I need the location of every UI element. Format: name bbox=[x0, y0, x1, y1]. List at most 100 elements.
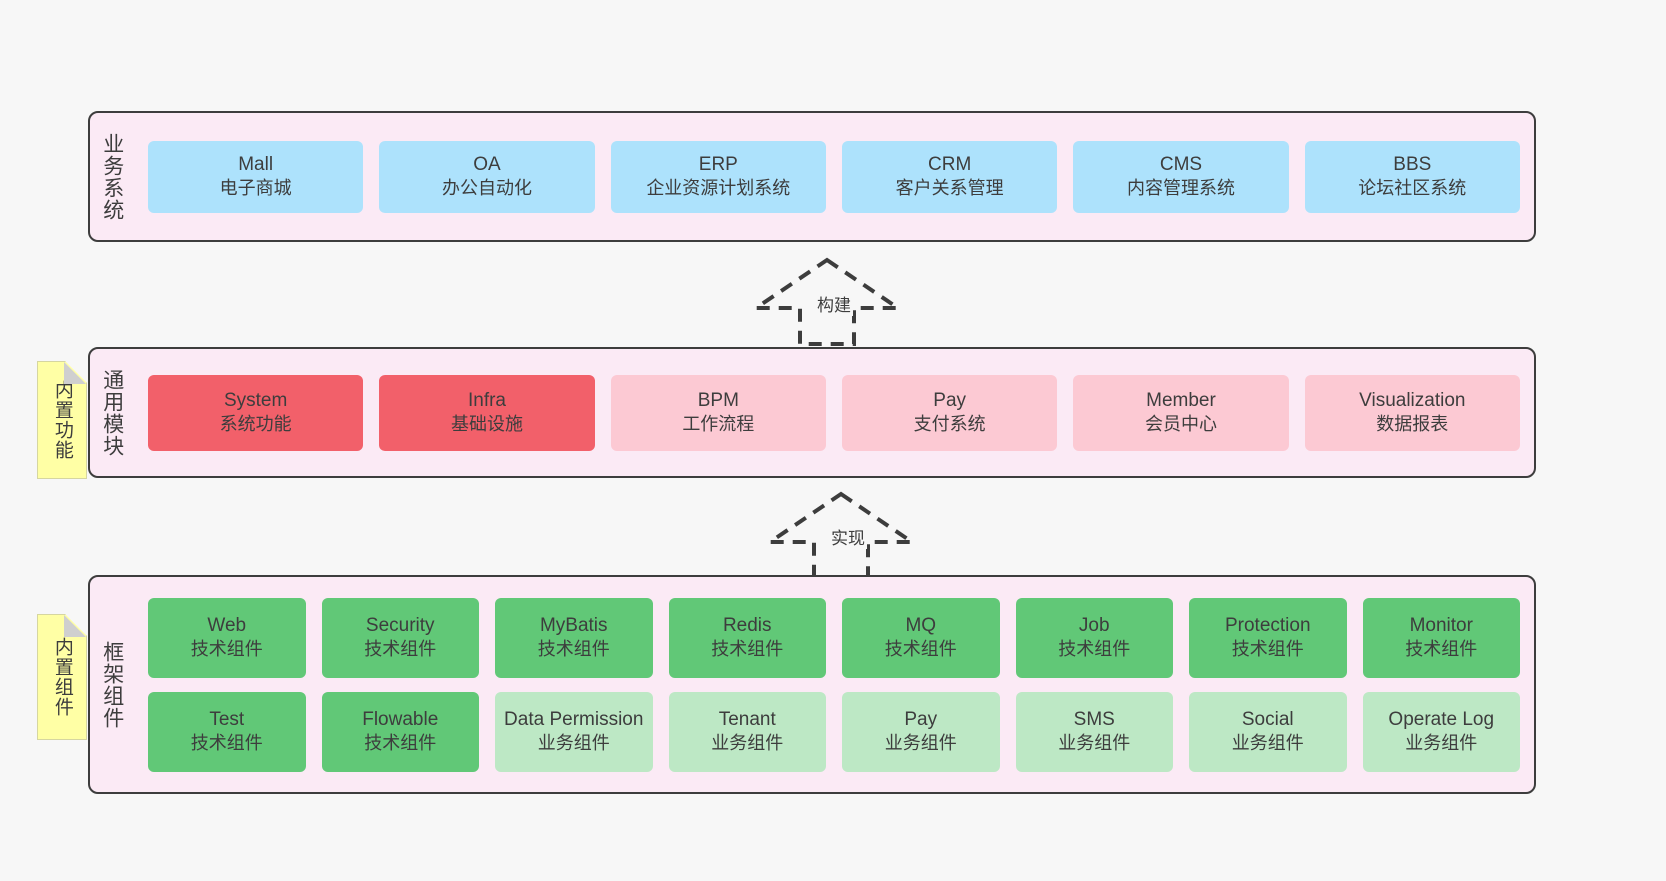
chip-job[interactable]: Job 技术组件 bbox=[1015, 597, 1173, 678]
chip-title-en: MQ bbox=[905, 615, 937, 637]
chip-protection[interactable]: Protection 技术组件 bbox=[1189, 597, 1347, 678]
chip-data-permission[interactable]: Data Permission 业务组件 bbox=[495, 691, 653, 772]
chip-title-en: Member bbox=[1146, 390, 1216, 412]
chip-test[interactable]: Test 技术组件 bbox=[148, 691, 306, 772]
chip-title-en: Web bbox=[207, 615, 247, 637]
chip-title-cn: 业务组件 bbox=[1058, 733, 1131, 754]
note-builtin-component: 内置组件 bbox=[37, 614, 87, 740]
chip-mybatis[interactable]: MyBatis 技术组件 bbox=[495, 597, 653, 678]
chip-title-en: Mall bbox=[238, 154, 274, 176]
chip-row: System 系统功能 Infra 基础设施 BPM 工作流程 Pay 支付系统… bbox=[148, 374, 1520, 451]
chip-mq[interactable]: MQ 技术组件 bbox=[842, 597, 1000, 678]
note-label: 内置功能 bbox=[51, 380, 73, 460]
layer-title-framework-component: 框架组件 bbox=[100, 640, 124, 729]
chip-title-cn: 客户关系管理 bbox=[895, 178, 1004, 199]
chip-title-en: BPM bbox=[697, 390, 739, 412]
chip-title-cn: 技术组件 bbox=[190, 639, 263, 660]
layer-title-common-module: 通用模块 bbox=[100, 368, 124, 457]
chip-title-en: Infra bbox=[467, 390, 506, 412]
chip-title-en: Pay bbox=[904, 709, 938, 731]
chip-title-cn: 业务组件 bbox=[537, 733, 610, 754]
chip-infra[interactable]: Infra 基础设施 bbox=[379, 374, 595, 451]
chip-title-en: Test bbox=[209, 709, 245, 731]
chip-redis[interactable]: Redis 技术组件 bbox=[668, 597, 826, 678]
chip-oa[interactable]: OA 办公自动化 bbox=[379, 140, 595, 213]
chip-mall[interactable]: Mall 电子商城 bbox=[148, 140, 364, 213]
chip-tenant[interactable]: Tenant 业务组件 bbox=[668, 691, 826, 772]
chip-title-cn: 论坛社区系统 bbox=[1358, 178, 1467, 199]
chip-member[interactable]: Member 会员中心 bbox=[1073, 374, 1289, 451]
chip-row: Test 技术组件 Flowable 技术组件 Data Permission … bbox=[148, 691, 1520, 772]
connector-build-label: 构建 bbox=[815, 291, 853, 316]
chip-title-en: ERP bbox=[698, 154, 738, 176]
connector-implement-label: 实现 bbox=[829, 524, 867, 549]
chip-title-en: BBS bbox=[1393, 154, 1432, 176]
chip-title-en: Security bbox=[365, 615, 435, 637]
chip-title-en: Protection bbox=[1224, 615, 1311, 637]
chip-title-cn: 技术组件 bbox=[884, 639, 957, 660]
layer-common-module: 通用模块 System 系统功能 Infra 基础设施 BPM 工作流程 Pay… bbox=[88, 347, 1536, 478]
chip-row: Mall 电子商城 OA 办公自动化 ERP 企业资源计划系统 CRM 客户关系… bbox=[148, 140, 1520, 213]
chip-title-en: System bbox=[223, 390, 288, 412]
chip-title-cn: 业务组件 bbox=[711, 733, 784, 754]
note-label: 内置组件 bbox=[51, 637, 73, 717]
chip-cms[interactable]: CMS 内容管理系统 bbox=[1073, 140, 1289, 213]
chip-title-cn: 技术组件 bbox=[711, 639, 784, 660]
chip-pay-component[interactable]: Pay 业务组件 bbox=[842, 691, 1000, 772]
chip-title-cn: 技术组件 bbox=[364, 733, 437, 754]
chip-title-en: SMS bbox=[1073, 709, 1115, 731]
chip-bpm[interactable]: BPM 工作流程 bbox=[610, 374, 826, 451]
chip-title-en: Job bbox=[1078, 615, 1110, 637]
chip-title-en: Data Permission bbox=[504, 709, 644, 731]
chip-system[interactable]: System 系统功能 bbox=[148, 374, 364, 451]
chip-title-en: OA bbox=[473, 154, 501, 176]
note-fold-corner-icon bbox=[64, 615, 86, 637]
note-fold-corner-icon bbox=[64, 362, 86, 384]
chip-operate-log[interactable]: Operate Log 业务组件 bbox=[1362, 691, 1520, 772]
chip-monitor[interactable]: Monitor 技术组件 bbox=[1362, 597, 1520, 678]
chip-erp[interactable]: ERP 企业资源计划系统 bbox=[610, 140, 826, 213]
note-builtin-feature: 内置功能 bbox=[37, 361, 87, 479]
chip-visualization[interactable]: Visualization 数据报表 bbox=[1304, 374, 1520, 451]
chip-title-en: Redis bbox=[722, 615, 772, 637]
chip-pay-module[interactable]: Pay 支付系统 bbox=[841, 374, 1058, 451]
chip-title-cn: 内容管理系统 bbox=[1126, 178, 1235, 199]
chip-title-en: Operate Log bbox=[1388, 709, 1495, 731]
chip-title-en: CRM bbox=[928, 154, 972, 176]
chip-title-cn: 办公自动化 bbox=[441, 178, 532, 199]
layer-framework-component: 框架组件 Web 技术组件 Security 技术组件 MyBatis 技术组件… bbox=[88, 575, 1536, 794]
chip-title-cn: 会员中心 bbox=[1144, 414, 1217, 435]
chip-row: Web 技术组件 Security 技术组件 MyBatis 技术组件 Redi… bbox=[148, 597, 1520, 678]
layer-body-framework-component: Web 技术组件 Security 技术组件 MyBatis 技术组件 Redi… bbox=[134, 577, 1534, 792]
chip-security[interactable]: Security 技术组件 bbox=[321, 597, 479, 678]
chip-title-en: Flowable bbox=[362, 709, 439, 731]
chip-title-cn: 技术组件 bbox=[1231, 639, 1304, 660]
chip-title-en: CMS bbox=[1159, 154, 1203, 176]
chip-crm[interactable]: CRM 客户关系管理 bbox=[841, 140, 1058, 213]
chip-title-cn: 基础设施 bbox=[450, 414, 523, 435]
layer-business-system: 业务系统 Mall 电子商城 OA 办公自动化 ERP 企业资源计划系统 CRM… bbox=[88, 111, 1536, 242]
chip-title-cn: 业务组件 bbox=[1405, 733, 1478, 754]
layer-body-common-module: System 系统功能 Infra 基础设施 BPM 工作流程 Pay 支付系统… bbox=[134, 349, 1534, 476]
layer-body-business-system: Mall 电子商城 OA 办公自动化 ERP 企业资源计划系统 CRM 客户关系… bbox=[134, 113, 1534, 240]
chip-title-cn: 支付系统 bbox=[913, 414, 986, 435]
chip-title-cn: 技术组件 bbox=[1405, 639, 1478, 660]
chip-title-cn: 技术组件 bbox=[190, 733, 263, 754]
chip-title-cn: 技术组件 bbox=[537, 639, 610, 660]
chip-web[interactable]: Web 技术组件 bbox=[148, 597, 306, 678]
chip-bbs[interactable]: BBS 论坛社区系统 bbox=[1304, 140, 1520, 213]
chip-title-cn: 技术组件 bbox=[364, 639, 437, 660]
layer-title-business-system: 业务系统 bbox=[100, 132, 124, 221]
chip-social[interactable]: Social 业务组件 bbox=[1189, 691, 1347, 772]
chip-title-en: Social bbox=[1241, 709, 1294, 731]
chip-title-cn: 企业资源计划系统 bbox=[646, 178, 791, 199]
chip-title-cn: 业务组件 bbox=[884, 733, 957, 754]
chip-title-cn: 业务组件 bbox=[1231, 733, 1304, 754]
chip-title-cn: 数据报表 bbox=[1376, 414, 1449, 435]
chip-title-cn: 系统功能 bbox=[219, 414, 292, 435]
chip-sms[interactable]: SMS 业务组件 bbox=[1015, 691, 1173, 772]
chip-title-en: Tenant bbox=[718, 709, 776, 731]
chip-flowable[interactable]: Flowable 技术组件 bbox=[321, 691, 479, 772]
chip-title-cn: 电子商城 bbox=[219, 178, 292, 199]
chip-title-en: Pay bbox=[933, 390, 967, 412]
